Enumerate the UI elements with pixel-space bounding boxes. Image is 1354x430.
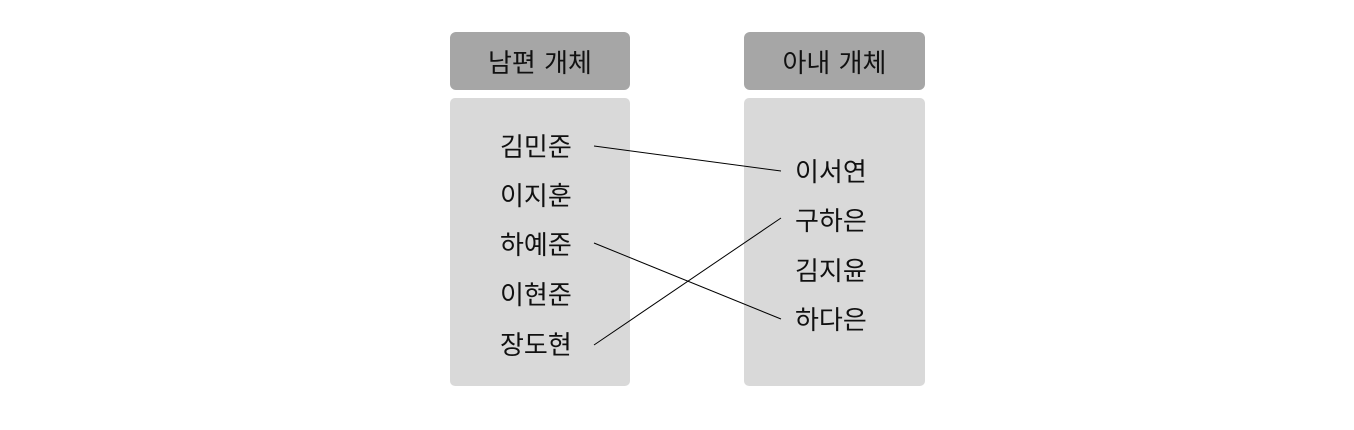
husband-item: 이현준 xyxy=(500,281,572,311)
husband-item: 김민준 xyxy=(500,133,572,163)
husband-entity-title: 남편 개체 xyxy=(488,48,592,79)
wife-item: 김지윤 xyxy=(795,257,867,287)
wife-entity-header: 아내 개체 xyxy=(744,32,925,90)
wife-item: 구하은 xyxy=(795,207,867,237)
wife-item: 이서연 xyxy=(795,158,867,188)
wife-entity-panel xyxy=(744,98,925,386)
husband-item: 장도현 xyxy=(500,331,572,361)
husband-item: 이지훈 xyxy=(500,182,572,212)
husband-item: 하예준 xyxy=(500,231,572,261)
wife-item: 하다은 xyxy=(795,306,867,336)
wife-entity-title: 아내 개체 xyxy=(782,48,887,79)
husband-entity-header: 남편 개체 xyxy=(450,32,630,90)
